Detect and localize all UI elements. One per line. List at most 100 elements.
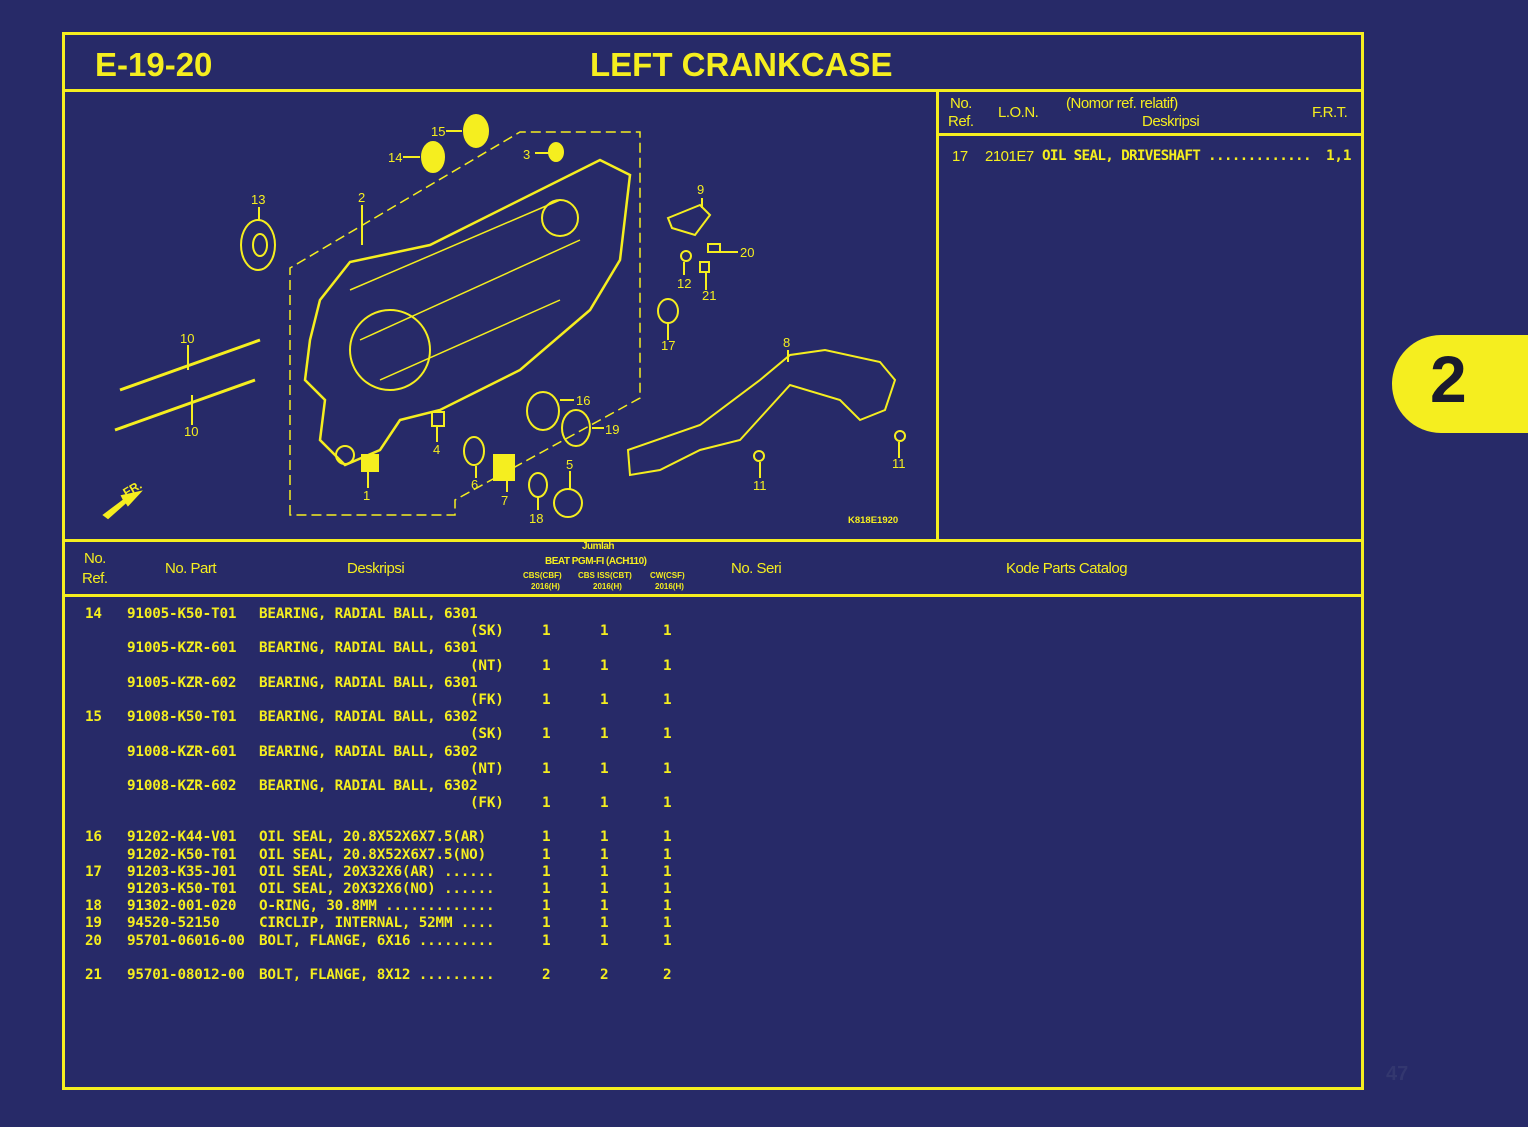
row-qty-3: 1 bbox=[663, 726, 672, 743]
section-tab-label: 2 bbox=[1430, 342, 1467, 416]
divider bbox=[938, 133, 1361, 136]
callout-13: 13 bbox=[251, 192, 265, 207]
frt-header-ref: Ref. bbox=[948, 113, 974, 130]
row-qty-3: 1 bbox=[663, 623, 672, 640]
row-part-number: 91008-KZR-601 bbox=[127, 743, 237, 760]
frt-lon: 2101E7 bbox=[985, 148, 1034, 165]
row-ref-no: 20 bbox=[85, 932, 102, 949]
row-qty-1: 1 bbox=[542, 726, 551, 743]
row-qty-1: 1 bbox=[542, 760, 551, 777]
row-description-suffix: (FK) bbox=[470, 691, 504, 708]
row-part-number: 91008-KZR-602 bbox=[127, 777, 237, 794]
callout-11b: 11 bbox=[892, 456, 906, 471]
callout-10: 10 bbox=[180, 331, 194, 346]
row-qty-2: 1 bbox=[600, 881, 609, 898]
row-qty-3: 2 bbox=[663, 966, 672, 983]
callout-18: 18 bbox=[529, 511, 543, 526]
frt-header-desc: (Nomor ref. relatif) bbox=[1066, 95, 1178, 112]
row-description: OIL SEAL, 20X32X6(NO) ...... bbox=[259, 881, 495, 898]
row-qty-2: 1 bbox=[600, 898, 609, 915]
callout-5: 5 bbox=[566, 457, 573, 472]
row-description: OIL SEAL, 20.8X52X6X7.5(NO) bbox=[259, 846, 487, 863]
row-qty-1: 1 bbox=[542, 915, 551, 932]
row-qty-1: 1 bbox=[542, 863, 551, 880]
frt-ref: 17 bbox=[952, 148, 968, 165]
row-qty-1: 1 bbox=[542, 932, 551, 949]
row-description: BEARING, RADIAL BALL, 6302 bbox=[259, 777, 478, 794]
row-qty-2: 1 bbox=[600, 863, 609, 880]
exploded-parts-diagram: 1 2 3 4 5 6 7 8 9 10 10 11 11 12 13 14 1… bbox=[102, 114, 906, 526]
frt-header-frt: F.R.T. bbox=[1312, 104, 1348, 121]
row-qty-2: 1 bbox=[600, 795, 609, 812]
col-header-part: No. Part bbox=[165, 560, 217, 577]
section-code: E-19-20 bbox=[95, 46, 213, 83]
row-qty-3: 1 bbox=[663, 881, 672, 898]
row-description: BOLT, FLANGE, 8X12 ......... bbox=[259, 966, 495, 983]
row-part-number: 91005-KZR-601 bbox=[127, 640, 237, 657]
callout-15: 15 bbox=[431, 124, 445, 139]
variant-2-year: 2016(H) bbox=[593, 582, 622, 591]
col-header-no: No. bbox=[84, 550, 106, 567]
row-ref-no: 15 bbox=[85, 709, 102, 726]
frt-value: 1,1 bbox=[1326, 148, 1352, 164]
row-part-number: 91005-K50-T01 bbox=[127, 606, 237, 622]
col-header-ref: Ref. bbox=[82, 570, 108, 587]
row-part-number: 91203-K50-T01 bbox=[127, 881, 237, 898]
drawing-code: K818E1920 bbox=[848, 515, 898, 526]
variant-1-name: CBS(CBF) bbox=[523, 571, 562, 580]
row-qty-1: 1 bbox=[542, 881, 551, 898]
row-qty-2: 2 bbox=[600, 966, 609, 983]
row-description-suffix: (SK) bbox=[470, 726, 504, 743]
row-description: OIL SEAL, 20.8X52X6X7.5(AR) bbox=[259, 829, 487, 846]
callout-6: 6 bbox=[471, 477, 478, 492]
variant-1-year: 2016(H) bbox=[531, 582, 560, 591]
row-description-suffix: (NT) bbox=[470, 760, 504, 777]
variant-2-name: CBS ISS(CBT) bbox=[578, 571, 632, 580]
row-qty-1: 1 bbox=[542, 657, 551, 674]
callout-8: 8 bbox=[783, 335, 790, 350]
callout-7: 7 bbox=[501, 493, 508, 508]
frt-header-no: No. bbox=[950, 95, 972, 112]
row-qty-3: 1 bbox=[663, 846, 672, 863]
callout-4: 4 bbox=[433, 442, 440, 457]
row-part-number: 91203-K35-J01 bbox=[127, 863, 237, 880]
row-qty-1: 1 bbox=[542, 898, 551, 915]
row-qty-2: 1 bbox=[600, 846, 609, 863]
row-part-number: 91202-K44-V01 bbox=[127, 829, 237, 846]
section-tab[interactable]: 2 bbox=[1392, 335, 1528, 433]
col-header-catalog: Kode Parts Catalog bbox=[1006, 560, 1128, 577]
row-qty-3: 1 bbox=[663, 795, 672, 812]
callout-1: 1 bbox=[363, 488, 370, 503]
row-description: BEARING, RADIAL BALL, 6302 bbox=[259, 709, 478, 726]
row-ref-no: 19 bbox=[85, 915, 102, 932]
callout-11: 11 bbox=[753, 478, 767, 493]
row-qty-3: 1 bbox=[663, 760, 672, 777]
divider bbox=[62, 594, 1361, 597]
row-description: O-RING, 30.8MM ............. bbox=[259, 898, 495, 915]
row-description: BEARING, RADIAL BALL, 6302 bbox=[259, 743, 478, 760]
divider bbox=[936, 89, 939, 541]
row-qty-3: 1 bbox=[663, 932, 672, 949]
col-header-jumlah: Jumlah bbox=[582, 541, 615, 552]
variant-3-name: CW(CSF) bbox=[650, 571, 685, 580]
callout-9: 9 bbox=[697, 182, 704, 197]
callout-10b: 10 bbox=[184, 424, 198, 439]
row-description: BEARING, RADIAL BALL, 6301 bbox=[259, 606, 478, 622]
row-ref-no: 16 bbox=[85, 829, 102, 846]
row-qty-2: 1 bbox=[600, 691, 609, 708]
row-qty-3: 1 bbox=[663, 915, 672, 932]
row-qty-2: 1 bbox=[600, 623, 609, 640]
row-description: OIL SEAL, 20X32X6(AR) ...... bbox=[259, 863, 495, 880]
row-part-number: 91302-001-020 bbox=[127, 898, 237, 915]
callout-2: 2 bbox=[358, 190, 365, 205]
callout-19: 19 bbox=[605, 422, 619, 437]
callout-17: 17 bbox=[661, 338, 675, 353]
frt-desc: OIL SEAL, DRIVESHAFT ............. bbox=[1042, 148, 1312, 164]
row-qty-1: 1 bbox=[542, 623, 551, 640]
col-header-desc: Deskripsi bbox=[347, 560, 405, 577]
row-qty-1: 1 bbox=[542, 829, 551, 846]
row-part-number: 95701-06016-00 bbox=[127, 932, 245, 949]
callout-14: 14 bbox=[388, 150, 402, 165]
divider bbox=[62, 539, 1361, 542]
frt-header-desc2: Deskripsi bbox=[1142, 113, 1200, 130]
